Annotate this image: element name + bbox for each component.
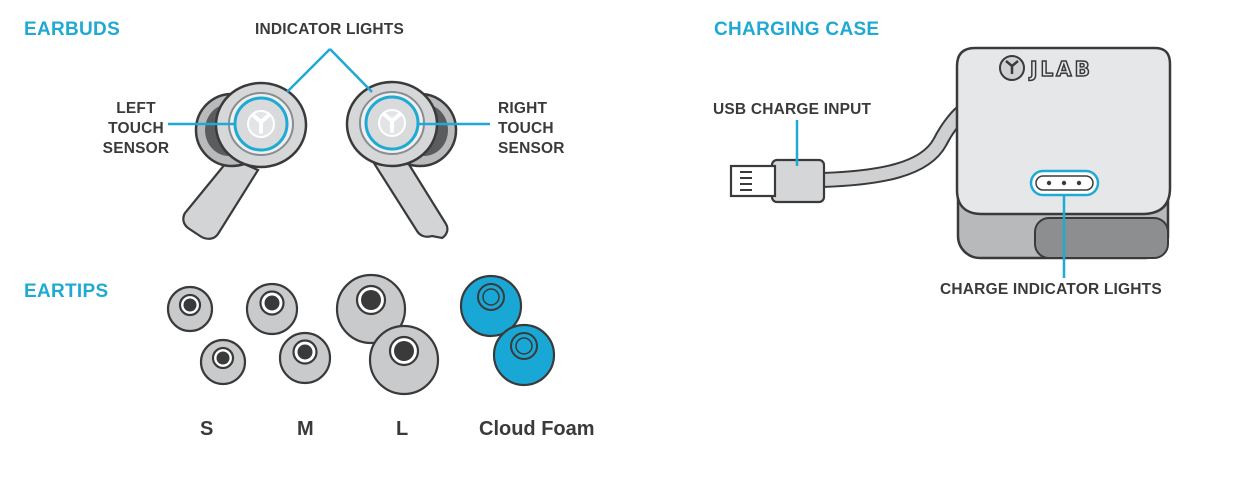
left-touch-sensor-label: LEFT TOUCH SENSOR <box>100 99 172 159</box>
case-callout-lines <box>795 120 1066 278</box>
right-touch-sensor-line-3: SENSOR <box>498 140 565 157</box>
right-touch-sensor-label: RIGHT TOUCH SENSOR <box>498 99 578 159</box>
eartips-section-title: EARTIPS <box>24 281 109 302</box>
left-touch-sensor-line-3: SENSOR <box>102 140 170 157</box>
charging-case: JLAB <box>729 46 1172 260</box>
eartip-l-bottom <box>368 324 440 396</box>
earbud-callout-lines <box>168 48 490 126</box>
left-earbud <box>182 81 308 240</box>
charging-case-section-title: CHARGING CASE <box>714 19 880 40</box>
svg-text:JLAB: JLAB <box>1028 57 1093 81</box>
usb-charge-input-label: USB CHARGE INPUT <box>713 101 872 118</box>
eartip-cloud-foam-bottom <box>492 323 556 387</box>
right-touch-sensor-line-2: TOUCH <box>498 120 554 137</box>
eartip-size-m: M <box>297 418 314 440</box>
eartip-size-l: L <box>396 418 409 440</box>
eartip-l-top <box>335 273 407 345</box>
charge-indicator-lights-label: CHARGE INDICATOR LIGHTS <box>940 281 1162 298</box>
left-touch-sensor-line-2: TOUCH <box>108 120 164 137</box>
eartip-s-top <box>166 285 214 333</box>
eartip-s-bottom <box>199 338 247 386</box>
eartip-m-bottom <box>278 331 332 385</box>
left-touch-sensor-line-1: LEFT <box>116 100 156 117</box>
earbuds-section-title: EARBUDS <box>24 19 121 40</box>
eartip-m-top <box>245 282 299 336</box>
eartip-size-s: S <box>200 418 214 440</box>
eartip-size-cloud-foam: Cloud Foam <box>479 418 595 440</box>
eartips <box>166 273 556 396</box>
eartip-cloud-foam-top <box>459 274 523 338</box>
indicator-lights-label: INDICATOR LIGHTS <box>255 21 405 38</box>
right-touch-sensor-line-1: RIGHT <box>498 100 548 117</box>
right-earbud <box>345 80 458 240</box>
